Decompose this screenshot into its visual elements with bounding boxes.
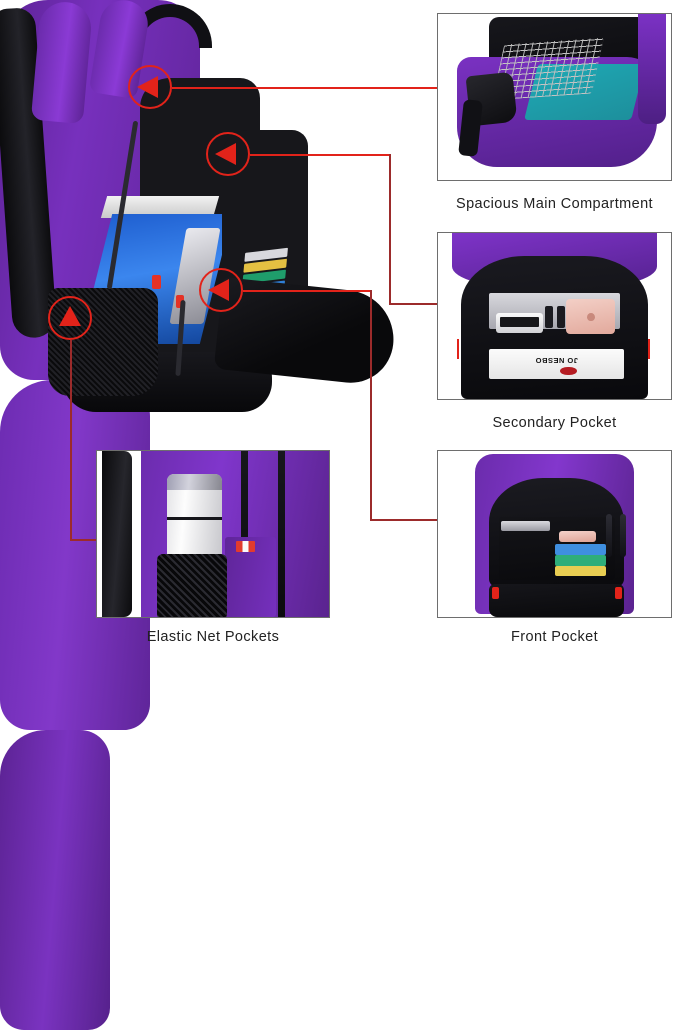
pen-2	[556, 306, 565, 328]
panel-main-compartment-photo	[438, 14, 671, 180]
connector-line-secondary-h1	[250, 154, 390, 156]
zipper-pull-right	[647, 339, 650, 360]
panel-elastic-net-pockets[interactable]	[96, 450, 330, 618]
smartphone	[559, 530, 597, 543]
zipper-track-1	[240, 451, 249, 617]
caption-elastic-net-pockets: Elastic Net Pockets	[146, 629, 280, 645]
zipper-pull-red-1	[152, 275, 161, 289]
book: JO NESBO	[489, 349, 625, 380]
connector-line-net-v	[70, 340, 72, 540]
smartphone	[566, 299, 616, 335]
shoulder-strap-purple-left	[30, 0, 94, 125]
connector-line-secondary-h2	[389, 303, 437, 305]
power-bank	[496, 312, 543, 333]
connector-line-net-h	[70, 539, 96, 541]
backpack-shell-front	[0, 730, 110, 1030]
caption-main-compartment: Spacious Main Compartment	[456, 196, 653, 212]
book-cover-graphic	[559, 366, 578, 376]
card-yellow	[554, 565, 606, 577]
elastic-mesh-pocket	[157, 553, 227, 617]
zipper-track-2	[277, 451, 286, 617]
callout-marker-elastic-net-pockets[interactable]	[48, 296, 92, 340]
caption-front-pocket: Front Pocket	[511, 629, 598, 645]
arrow-left-icon	[137, 76, 158, 98]
connector-line-secondary-v	[389, 154, 391, 304]
zipper-pull-red-right	[615, 587, 623, 599]
panel-elastic-net-photo	[97, 451, 329, 617]
side-panel	[638, 14, 667, 124]
zipper-pull-2	[619, 514, 626, 558]
card-blue	[554, 543, 606, 555]
arrow-up-icon	[59, 306, 81, 326]
background-gap	[131, 451, 142, 617]
zipper-pull-red-left	[491, 587, 499, 599]
bottle-cap	[166, 474, 223, 490]
bottom-compartment	[489, 583, 625, 617]
panel-secondary-pocket[interactable]: JO NESBO	[437, 232, 672, 400]
card-green	[554, 554, 606, 566]
hero-backpack-image	[0, 0, 420, 1030]
zipper-pull-left	[456, 339, 459, 360]
bottle-seam	[166, 516, 223, 521]
callout-marker-front-pocket[interactable]	[199, 268, 243, 312]
panel-main-compartment[interactable]	[437, 13, 672, 181]
connector-line-main-compartment	[172, 87, 437, 89]
connector-line-front-v	[370, 290, 372, 520]
panel-front-pocket-photo	[438, 451, 671, 617]
panel-secondary-pocket-photo: JO NESBO	[438, 233, 671, 399]
zipper-pull-1	[605, 514, 612, 558]
connector-line-front-h1	[243, 290, 371, 292]
fabric-tag	[236, 540, 255, 553]
arrow-left-icon	[215, 143, 236, 165]
book-spine-text: JO NESBO	[535, 355, 579, 365]
callout-marker-main-compartment[interactable]	[128, 65, 172, 109]
arrow-left-icon	[208, 279, 229, 301]
shoulder-strap	[101, 451, 132, 617]
connector-line-front-h2	[370, 519, 437, 521]
panel-front-pocket[interactable]	[437, 450, 672, 618]
organizer-slot	[500, 520, 550, 531]
callout-marker-secondary-pocket[interactable]	[206, 132, 250, 176]
caption-secondary-pocket: Secondary Pocket	[492, 415, 617, 431]
pen-1	[545, 306, 554, 328]
